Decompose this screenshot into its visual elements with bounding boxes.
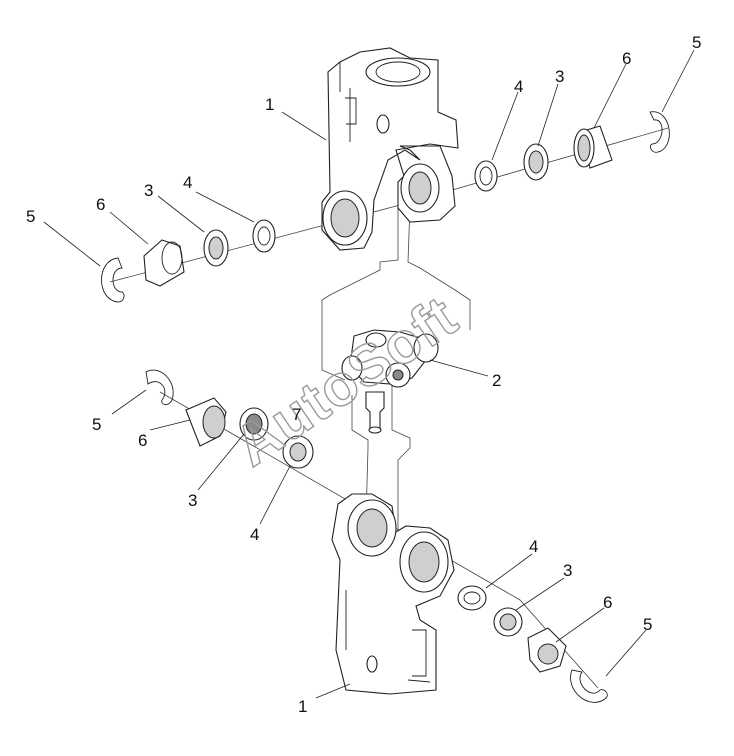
callout-5-top-right: 5 xyxy=(692,33,701,52)
callout-2: 2 xyxy=(492,371,501,390)
callout-3-top-right: 3 xyxy=(555,67,564,86)
callout-5-middle-left: 5 xyxy=(92,415,101,434)
bearing-group-top-right xyxy=(474,111,670,192)
callout-4-middle-left: 4 xyxy=(250,525,259,544)
callout-labels: 1 4 3 6 5 5 6 3 4 2 7 5 6 3 4 4 3 6 5 1 xyxy=(26,33,701,716)
callout-3-bottom-right: 3 xyxy=(563,561,572,580)
callout-5-top-left: 5 xyxy=(26,207,35,226)
watermark-text: AutoSoft xyxy=(223,284,469,479)
callout-3-top-left: 3 xyxy=(144,181,153,200)
callout-leaders xyxy=(43,49,695,699)
callout-1-top: 1 xyxy=(265,95,274,114)
callout-1-bottom: 1 xyxy=(298,697,307,716)
callout-6-top-right: 6 xyxy=(622,49,631,68)
callout-4-top-left: 4 xyxy=(183,173,192,192)
bearing-group-top-left xyxy=(101,219,276,303)
callout-4-top-right: 4 xyxy=(514,77,523,96)
callout-5-bottom-right: 5 xyxy=(643,615,652,634)
callout-4-bottom-right: 4 xyxy=(529,537,538,556)
callout-7: 7 xyxy=(292,405,301,424)
bearing-group-bottom-right xyxy=(457,585,608,703)
grease-fitting xyxy=(365,391,385,434)
bearing-group-middle-left xyxy=(145,369,314,469)
callout-6-middle-left: 6 xyxy=(138,431,147,450)
yoke-bottom xyxy=(331,493,455,695)
callout-6-top-left: 6 xyxy=(96,195,105,214)
callout-6-bottom-right: 6 xyxy=(603,593,612,612)
yoke-top xyxy=(321,47,459,251)
spider-cross xyxy=(341,329,439,388)
callout-3-middle-left: 3 xyxy=(188,491,197,510)
